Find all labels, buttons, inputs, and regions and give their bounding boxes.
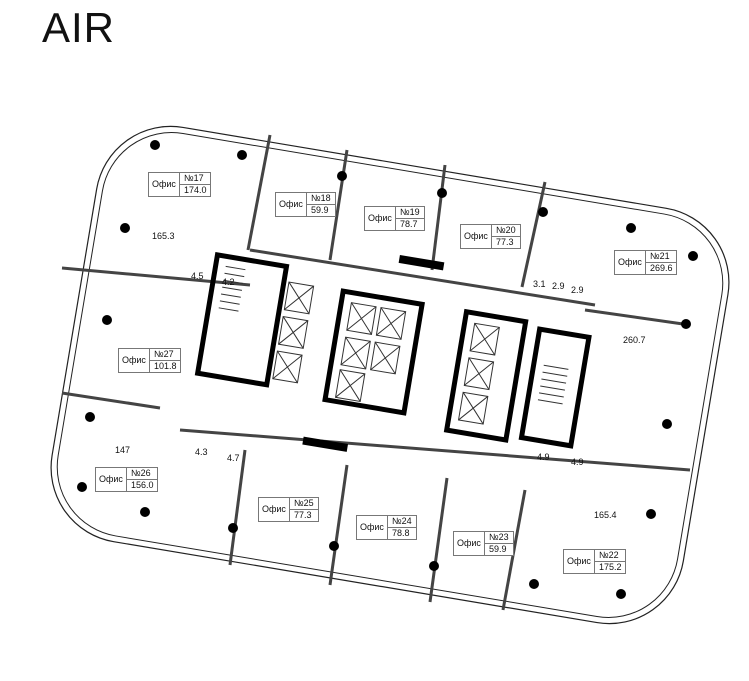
- room-area: 2.9: [571, 285, 584, 295]
- office-number: №21: [645, 251, 677, 263]
- columns: [77, 140, 698, 599]
- core: [194, 251, 592, 452]
- office-number: №26: [126, 468, 158, 480]
- office-area: 78.8: [391, 528, 410, 538]
- office-area: 175.2: [598, 562, 622, 572]
- room-area: 4.5: [191, 271, 204, 281]
- office-number: №20: [491, 225, 520, 237]
- room-area: 4.2: [222, 277, 235, 287]
- office-number: №23: [484, 532, 513, 544]
- office-area: 59.9: [488, 544, 507, 554]
- office-word: Офис: [149, 173, 180, 196]
- room-area: 4.7: [227, 453, 240, 463]
- room-area: 4.9: [571, 457, 584, 467]
- office-area: 77.3: [293, 510, 312, 520]
- office-number: №22: [594, 550, 626, 562]
- room-area: 260.7: [623, 335, 646, 345]
- office-area: 77.3: [495, 237, 514, 247]
- office-word: Офис: [357, 516, 388, 539]
- partition-walls: [61, 134, 691, 611]
- office-number: №19: [395, 207, 424, 219]
- room-area: 3.1: [533, 279, 546, 289]
- office-number: №17: [179, 173, 211, 185]
- shaft-block: [398, 254, 445, 271]
- office-word: Офис: [454, 532, 485, 555]
- office-word: Офис: [276, 193, 307, 216]
- room-area: 165.4: [594, 510, 617, 520]
- shaft-block: [302, 436, 349, 452]
- office-word: Офис: [461, 225, 492, 248]
- room-area: 165.3: [152, 231, 175, 241]
- office-area: 269.6: [649, 263, 673, 273]
- stairs: [218, 265, 569, 405]
- office-word: Офис: [564, 550, 595, 573]
- office-number: №18: [306, 193, 335, 205]
- building-title: AIR: [42, 4, 116, 51]
- office-word: Офис: [119, 349, 150, 372]
- office-area: 78.7: [399, 219, 418, 229]
- room-area: 4.9: [537, 452, 550, 462]
- office-number: №24: [387, 516, 416, 528]
- office-word: Офис: [615, 251, 646, 274]
- office-area: 101.8: [153, 361, 177, 371]
- building-outline: [50, 125, 730, 625]
- office-word: Офис: [96, 468, 127, 491]
- office-area: 156.0: [130, 480, 154, 490]
- office-area: 174.0: [183, 185, 207, 195]
- office-number: №25: [289, 498, 318, 510]
- elevator-shafts: [272, 281, 500, 425]
- office-area: 59.9: [310, 205, 329, 215]
- office-word: Офис: [365, 207, 396, 230]
- room-area: 2.9: [552, 281, 565, 291]
- room-area: 147: [115, 445, 131, 455]
- office-word: Офис: [259, 498, 290, 521]
- office-number: №27: [149, 349, 181, 361]
- room-area: 4.3: [195, 447, 208, 457]
